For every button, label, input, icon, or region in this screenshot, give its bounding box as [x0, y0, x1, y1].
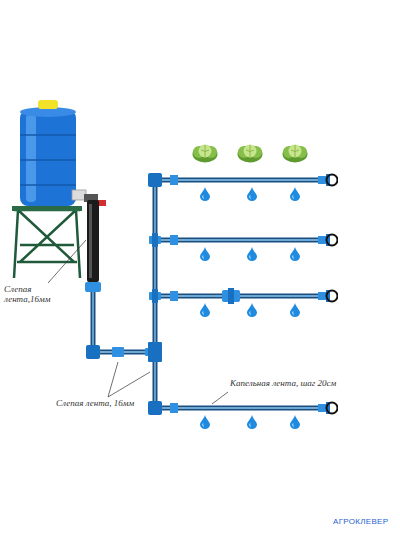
watermark: АГРОКЛЕВЕР	[333, 517, 395, 526]
tape-label: Капельная лента, шаг 20см	[230, 378, 380, 388]
pipe-label: Слепая лента,16мм	[4, 284, 62, 305]
pipe-label: Слепая лента, 16мм	[56, 398, 166, 408]
